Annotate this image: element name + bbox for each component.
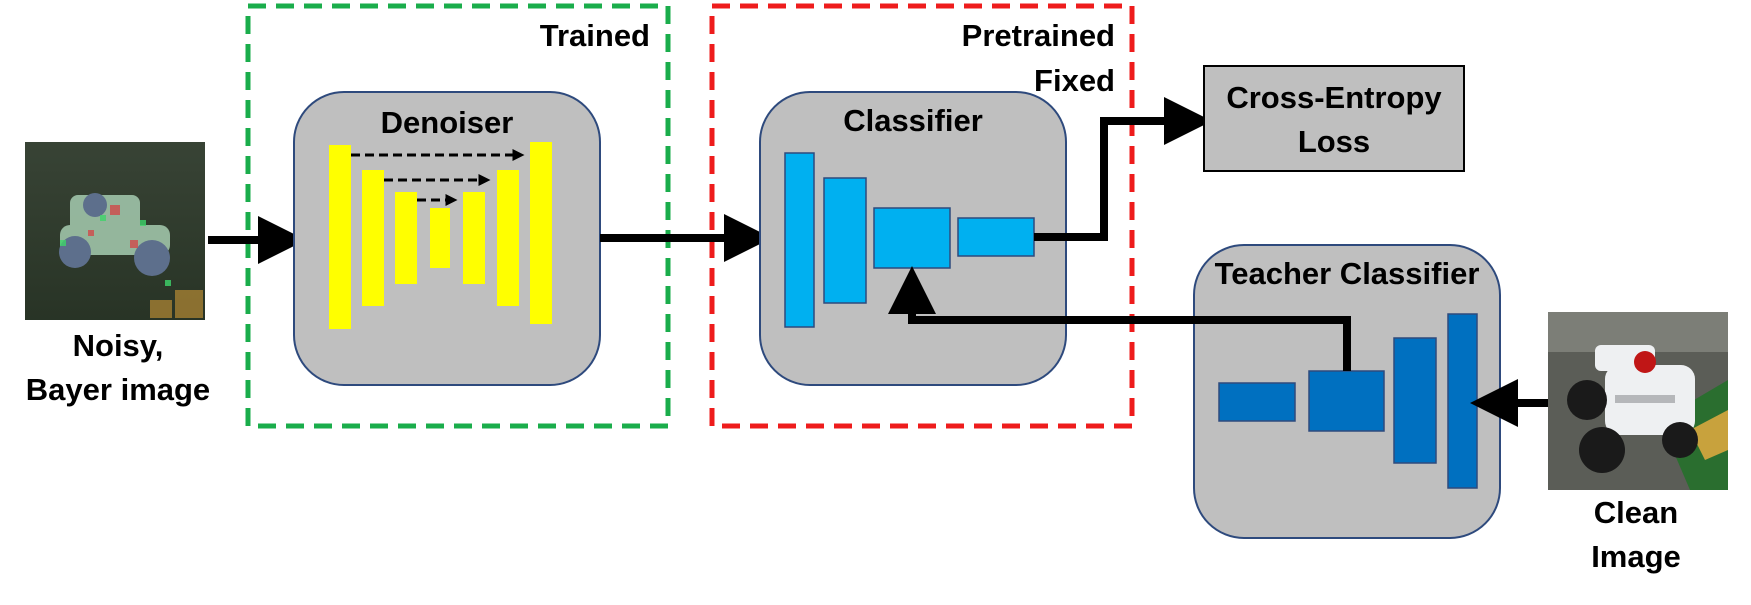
arrow-teacher-to-classifier [888,266,1351,371]
noisy-image-label-line2: Bayer image [26,372,210,407]
denoiser-title: Denoiser [381,105,514,140]
trained-label: Trained [540,18,650,53]
teacher-classifier-layers [1218,313,1478,489]
trained-group-border [245,3,671,429]
clean-image-label-line1: Clean [1594,495,1678,530]
classifier-title: Classifier [843,103,983,138]
arrow-classifier-to-loss [1034,97,1212,241]
noisy-image [25,142,205,320]
teacher-classifier-title: Teacher Classifier [1215,256,1480,291]
skip-connection-arrows [351,149,525,206]
noisy-image-label-line1: Noisy, [73,328,164,363]
pretrained-label: Pretrained [962,18,1115,53]
fixed-label: Fixed [1034,63,1115,98]
loss-box [1203,65,1465,172]
clean-image [1548,312,1728,490]
classifier-layers [784,152,1035,328]
clean-image-label-line2: Image [1591,539,1681,574]
denoiser-layers [329,142,552,329]
loss-label-line2: Loss [1298,124,1370,159]
loss-label-line1: Cross-Entropy [1226,80,1442,115]
pretrained-group-border [709,3,1135,429]
